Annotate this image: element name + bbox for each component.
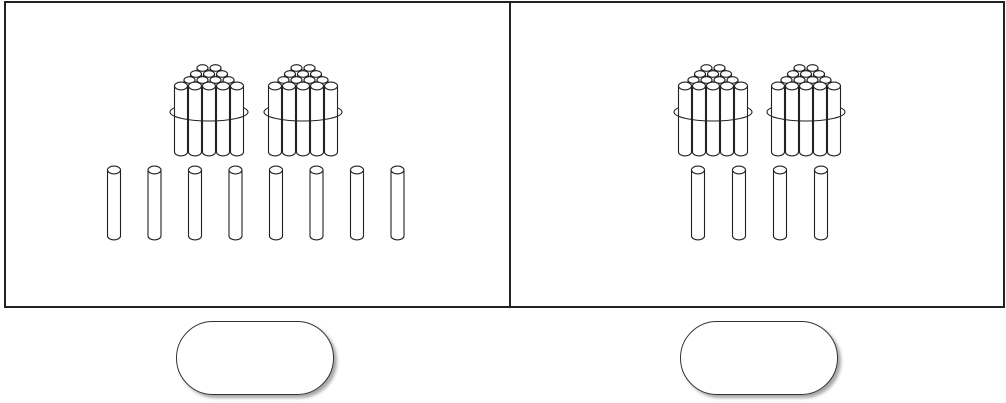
single-stick — [815, 166, 828, 240]
bundle-of-ten — [674, 65, 752, 156]
single-stick — [108, 166, 121, 240]
single-stick — [391, 166, 404, 240]
bundle-of-ten — [264, 65, 342, 156]
answer-slot-left[interactable] — [176, 321, 334, 395]
single-stick — [270, 166, 283, 240]
single-stick — [733, 166, 746, 240]
single-stick — [351, 166, 364, 240]
bundle-of-ten — [170, 65, 248, 156]
single-stick — [148, 166, 161, 240]
answer-slot-right[interactable] — [680, 321, 838, 395]
single-stick — [189, 166, 202, 240]
single-stick — [229, 166, 242, 240]
single-stick — [774, 166, 787, 240]
bundle-of-ten — [767, 65, 845, 156]
single-stick — [692, 166, 705, 240]
single-stick — [310, 166, 323, 240]
